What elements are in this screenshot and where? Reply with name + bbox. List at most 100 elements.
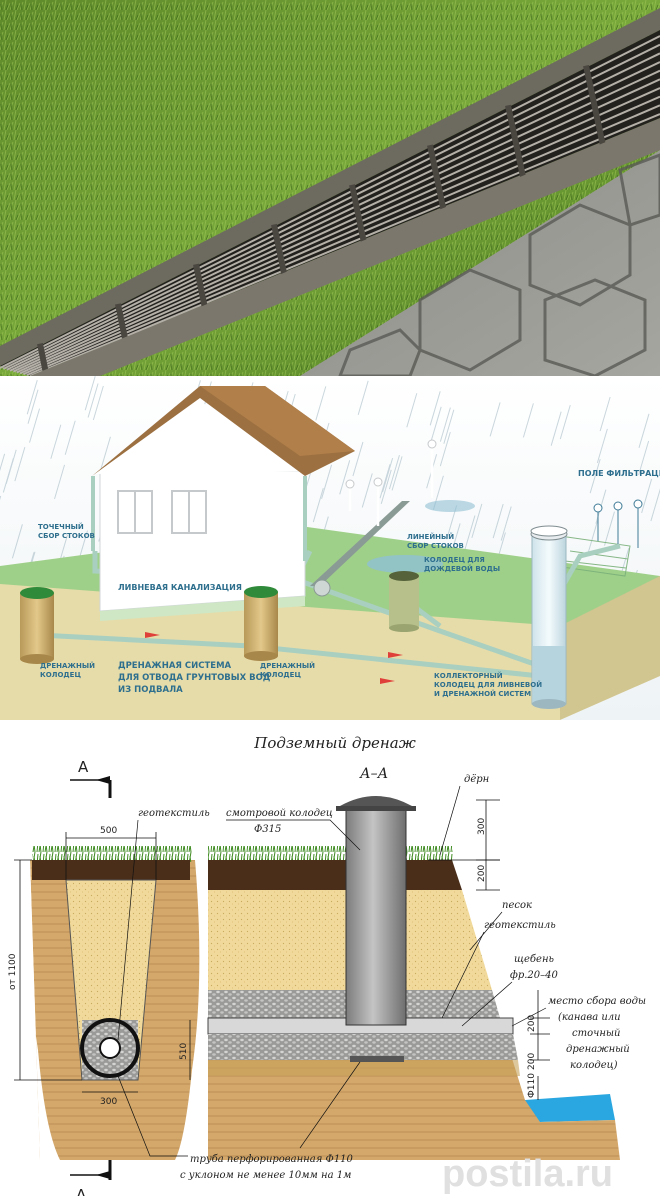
section-marker-bottom: А xyxy=(70,1160,112,1196)
dim-turf: 300 xyxy=(477,818,487,835)
rain-streak xyxy=(339,460,351,495)
dim-pipe-zone: 510 xyxy=(179,1043,189,1060)
water-outlet xyxy=(525,1094,615,1122)
drainage-well-mid xyxy=(244,586,278,661)
rain-streak xyxy=(352,441,364,477)
inspection-well xyxy=(345,804,407,1026)
rain-streak xyxy=(5,449,17,484)
dim-top-width: 500 xyxy=(100,826,117,836)
rain-streak xyxy=(92,385,104,421)
grate-bar xyxy=(26,104,660,376)
watermark: postila.ru xyxy=(442,1153,613,1195)
grate-bar xyxy=(0,35,660,369)
rain-streak xyxy=(641,478,653,514)
rain-streak xyxy=(471,503,483,538)
rain-streak xyxy=(388,454,400,490)
rain-streak xyxy=(380,469,392,504)
linear-drain-channel xyxy=(310,501,410,586)
rain-streak xyxy=(464,515,476,550)
rain-streak xyxy=(638,440,650,476)
rain-streak xyxy=(87,383,99,418)
underground-drainage-drawing: Подземный дренаж А А xyxy=(0,720,660,1196)
grate-bar xyxy=(6,52,660,371)
rain-streak xyxy=(522,403,534,438)
rain-streak xyxy=(406,393,418,428)
trench-cross-section xyxy=(28,846,200,1160)
rain-streak xyxy=(550,411,562,446)
dim-depth: от 1100 xyxy=(8,953,18,990)
rain-streak xyxy=(321,464,333,499)
rain-streak xyxy=(64,420,76,455)
soil-side xyxy=(560,576,660,720)
rain-streak xyxy=(500,506,512,541)
dim-gravel-top: 200 xyxy=(527,1015,537,1032)
rain-streak xyxy=(430,406,442,441)
dim-soil: 200 xyxy=(477,865,487,882)
label-gravel-fraction: фр.20–40 xyxy=(510,970,558,981)
rain-streak xyxy=(599,396,611,432)
rain-streak xyxy=(439,407,451,442)
house xyxy=(91,386,355,621)
rain-streak xyxy=(443,409,455,444)
rain-streak xyxy=(559,404,571,440)
section-title: А–А xyxy=(359,766,388,782)
grate-crossbar xyxy=(37,343,61,376)
rain-streak xyxy=(29,408,41,443)
grate-bar xyxy=(22,95,660,376)
rain-streak xyxy=(54,464,66,499)
grate-bar xyxy=(2,43,660,370)
rain-streak xyxy=(638,413,650,448)
paving-area xyxy=(300,150,660,376)
rain-streak xyxy=(391,456,403,491)
collector-well xyxy=(530,525,568,709)
rain-streak xyxy=(379,464,391,499)
rain-streak xyxy=(489,402,501,437)
rain-streak xyxy=(312,488,324,523)
rain-streak xyxy=(604,511,615,546)
rain-streak xyxy=(11,524,23,559)
rain-streak xyxy=(382,458,394,493)
rain-streak xyxy=(26,380,38,415)
label-inspection-diameter: Ф315 xyxy=(254,824,281,835)
drain-grate-photo xyxy=(0,0,660,376)
section-marker-top: А xyxy=(70,758,112,798)
grate-bar xyxy=(19,87,660,375)
dim-gravel-bottom: 200 xyxy=(527,1053,537,1070)
rain-streak xyxy=(439,432,451,467)
rain-streak xyxy=(361,473,373,508)
rain-streak xyxy=(50,424,62,459)
label-storm-sewer: ЛИВНЕВАЯ КАНАЛИЗАЦИЯ xyxy=(118,583,242,592)
filtration-field xyxy=(554,499,643,577)
dim-bottom-width: 300 xyxy=(100,1097,117,1107)
rain-streak xyxy=(589,458,601,494)
rain-streak xyxy=(596,428,608,464)
rain-streak xyxy=(587,520,599,555)
grate-crossbar xyxy=(583,65,607,151)
longitudinal-section xyxy=(207,796,620,1160)
drainage-well-left xyxy=(20,587,54,664)
rain-streak xyxy=(492,503,504,539)
label-geotextile-right: геотекстиль xyxy=(484,920,556,931)
label-sand: песок xyxy=(502,900,532,911)
label-gravel: щебень xyxy=(514,954,554,965)
rain-streak xyxy=(14,446,26,482)
svg-text:postila.ru: postila.ru xyxy=(442,1153,613,1195)
paving-hex-pattern xyxy=(338,153,660,376)
rain-streak xyxy=(315,386,327,421)
label-geotextile-left: геотекстиль xyxy=(138,808,210,819)
rain-streak xyxy=(429,391,441,426)
label-inspection-well: смотровой колодец xyxy=(226,808,333,819)
label-turf: дёрн xyxy=(464,774,489,785)
grate-bar xyxy=(29,113,660,376)
rain-streak xyxy=(650,488,660,522)
